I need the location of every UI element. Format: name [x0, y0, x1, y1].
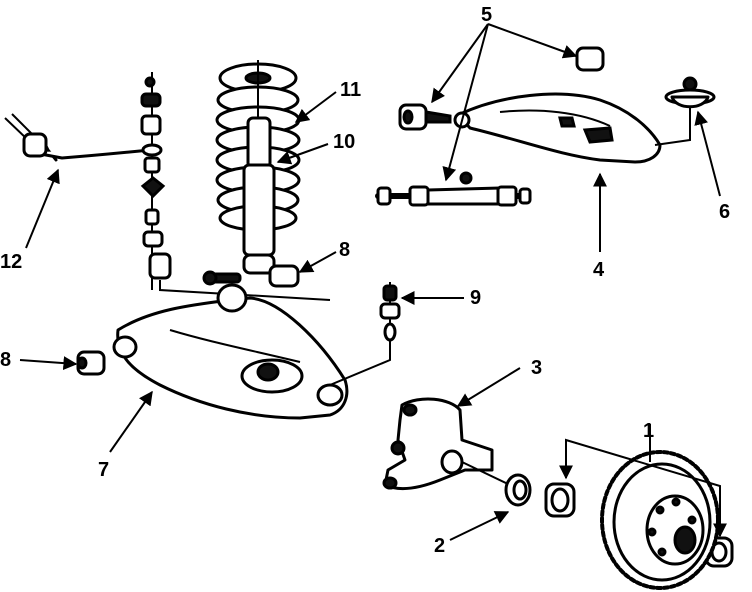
steering-knuckle	[382, 397, 511, 491]
callout-6: 6	[719, 201, 730, 223]
callout-8-left: 8	[0, 349, 11, 371]
callout-3: 3	[531, 357, 542, 379]
lower-control-arm	[112, 283, 349, 420]
hub-rotor	[600, 450, 720, 590]
callout-7: 7	[98, 459, 109, 481]
stabilizer-bar	[4, 113, 152, 162]
callout-1: 1	[643, 420, 654, 442]
stabilizer-bushing	[22, 132, 48, 158]
callout-2: 2	[434, 535, 445, 557]
callout-5: 5	[481, 4, 492, 26]
upper-ball-joint	[664, 76, 716, 109]
callout-9: 9	[470, 287, 481, 309]
callout-8-top: 8	[339, 239, 350, 261]
callout-10: 10	[333, 131, 355, 153]
coil-spring	[215, 62, 301, 232]
callout-12: 12	[0, 251, 22, 273]
shock-absorber	[242, 60, 276, 275]
lower-arm-bushing-left	[76, 350, 106, 376]
leader-lines	[19, 23, 727, 541]
wheel-bearing-inner	[544, 482, 576, 518]
callout-4: 4	[593, 259, 605, 281]
grease-seal	[504, 473, 532, 507]
stabilizer-link-kit	[140, 72, 331, 301]
lower-ball-joint	[329, 282, 401, 386]
callout-11: 11	[340, 79, 361, 101]
upper-arm-bushings	[398, 46, 605, 131]
upper-arm-cross-shaft	[375, 171, 532, 207]
upper-control-arm	[456, 92, 691, 164]
lower-arm-bushing-top	[202, 264, 300, 288]
